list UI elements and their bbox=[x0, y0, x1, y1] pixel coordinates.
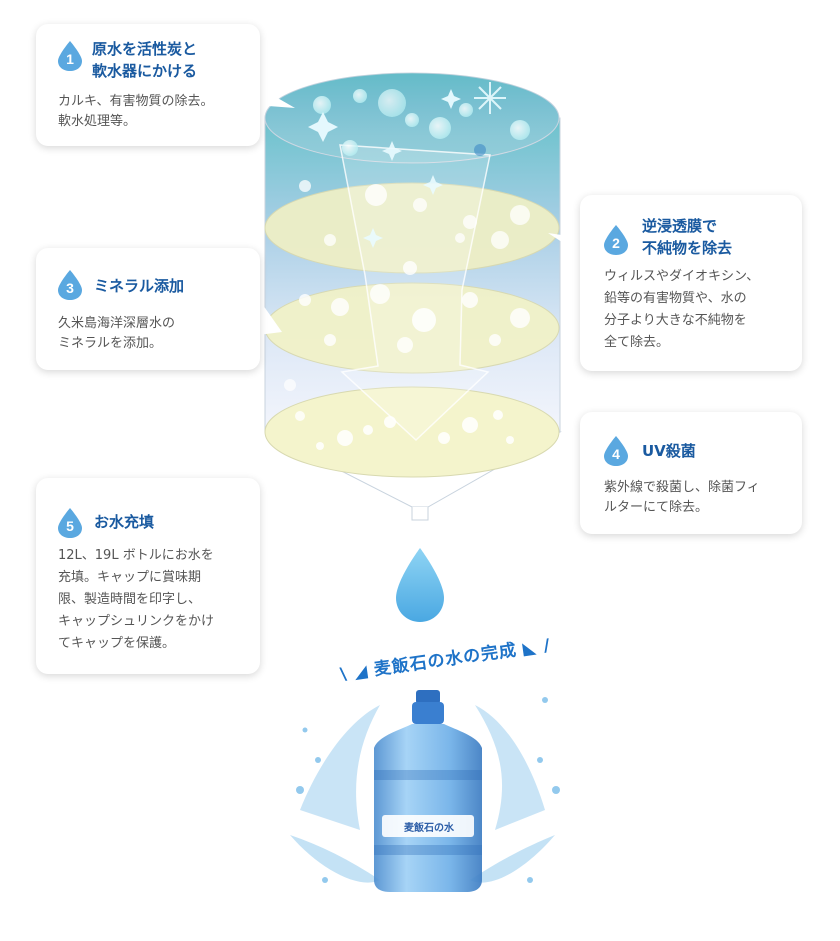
step-1-desc-line2: 軟水処理等。 bbox=[58, 114, 137, 129]
bottle-label: 麦飯石の水 bbox=[404, 823, 454, 834]
step-3-title: ミネラル添加 bbox=[94, 277, 185, 295]
step-2-desc-line1: ウィルスやダイオキシン、 bbox=[604, 269, 760, 284]
step-1-drop-icon: 1 bbox=[58, 41, 82, 71]
step-5-desc-line3: 限、製造時間を印字し、 bbox=[58, 592, 202, 607]
step-3-drop-icon: 3 bbox=[58, 270, 82, 300]
completion-right-mark: ◣ / bbox=[521, 635, 553, 660]
step-5-desc-line5: てキャップを保護。 bbox=[58, 636, 176, 651]
step-3-desc-line2: ミネラルを添加。 bbox=[58, 336, 163, 351]
water-bottle-illustration bbox=[374, 690, 482, 892]
water-drop-icon bbox=[396, 548, 444, 622]
step-3-desc-line1: 久米島海洋深層水の bbox=[58, 316, 176, 331]
step-2-number: 2 bbox=[612, 235, 620, 251]
step-1-title-line2: 軟水器にかける bbox=[92, 62, 198, 80]
step-2-desc-line2: 鉛等の有害物質や、水の bbox=[604, 291, 747, 306]
step-card-1: 1 原水を活性炭と 軟水器にかける カルキ、有害物質の除去。 軟水処理等。 bbox=[36, 24, 260, 146]
step-4-number: 4 bbox=[612, 446, 620, 462]
step-2-desc-line3: 分子より大きな不純物を bbox=[604, 313, 747, 328]
step-5-desc-line4: キャップシュリンクをかけ bbox=[58, 614, 215, 629]
step-card-4: 4 UV殺菌 紫外線で殺菌し、除菌フィ ルターにて除去。 bbox=[580, 412, 802, 534]
step-3-number: 3 bbox=[66, 280, 74, 296]
step-2-drop-icon: 2 bbox=[604, 225, 628, 255]
step-2-title-line1: 逆浸透膜で bbox=[642, 217, 718, 235]
step-4-desc-line1: 紫外線で殺菌し、除菌フィ bbox=[604, 480, 760, 495]
step-1-number: 1 bbox=[66, 51, 74, 67]
step-card-2: 2 逆浸透膜で 不純物を除去 ウィルスやダイオキシン、 鉛等の有害物質や、水の … bbox=[580, 195, 802, 371]
step-5-drop-icon: 5 bbox=[58, 508, 82, 538]
step-1-desc-line1: カルキ、有害物質の除去。 bbox=[58, 94, 214, 109]
step-4-title: UV殺菌 bbox=[642, 442, 696, 460]
step-card-5: 5 お水充填 12L、19L ボトルにお水を 充填。キャップに賞味期 限、製造時… bbox=[36, 478, 260, 674]
step-4-drop-icon: 4 bbox=[604, 436, 628, 466]
step-5-title: お水充填 bbox=[94, 513, 155, 531]
step-card-3: 3 ミネラル添加 久米島海洋深層水の ミネラルを添加。 bbox=[36, 248, 260, 370]
step-2-title-line2: 不純物を除去 bbox=[642, 239, 733, 257]
step-2-desc-line4: 全て除去。 bbox=[604, 335, 670, 350]
step-5-desc-line2: 充填。キャップに賞味期 bbox=[58, 570, 202, 585]
step-5-desc-line1: 12L、19L ボトルにお水を bbox=[58, 548, 214, 563]
step-5-number: 5 bbox=[66, 518, 74, 534]
completion-left-mark: \ ◢ bbox=[338, 661, 370, 685]
step-4-desc-line2: ルターにて除去。 bbox=[604, 500, 709, 515]
step-1-title-line1: 原水を活性炭と bbox=[92, 40, 198, 58]
